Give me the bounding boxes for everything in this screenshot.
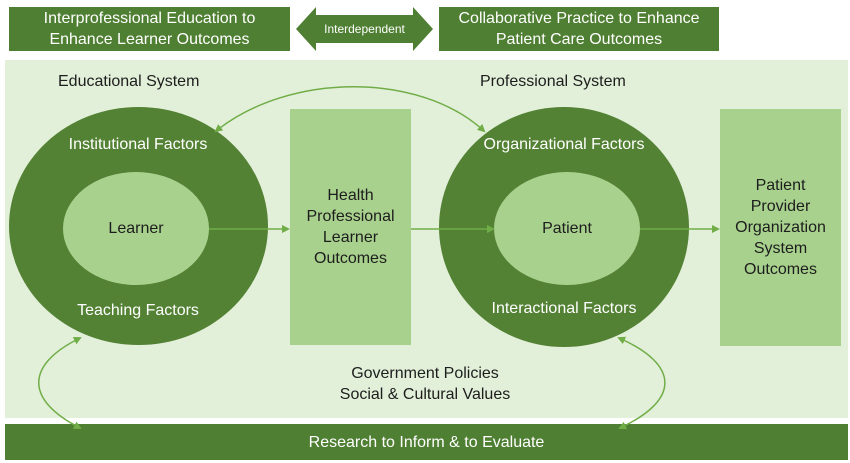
ipe-header-box: Interprofessional Education to Enhance L… bbox=[9, 7, 290, 51]
research-footer-text: Research to Inform & to Evaluate bbox=[308, 433, 545, 451]
patient-outcomes-box: Patient Provider Organization System Out… bbox=[720, 109, 841, 346]
teaching-factors-label: Teaching Factors bbox=[77, 302, 199, 319]
social-cultural-values-label: Social & Cultural Values bbox=[339, 386, 511, 403]
cp-header-box: Collaborative Practice to Enhance Patien… bbox=[439, 7, 719, 51]
interdependent-double-arrow bbox=[296, 7, 433, 51]
research-footer-bar: Research to Inform & to Evaluate bbox=[5, 424, 848, 460]
ipe-header-text: Interprofessional Education to Enhance L… bbox=[43, 10, 256, 48]
institutional-factors-label: Institutional Factors bbox=[68, 136, 208, 153]
interdependent-label: Interdependent bbox=[324, 22, 405, 36]
learner-outcomes-box: Health Professional Learner Outcomes bbox=[290, 109, 411, 345]
learner-core: Learner bbox=[63, 172, 209, 285]
interactional-factors-label: Interactional Factors bbox=[491, 300, 637, 317]
educational-system-title: Educational System bbox=[58, 73, 200, 90]
cp-header-text: Collaborative Practice to Enhance Patien… bbox=[458, 10, 700, 48]
organizational-factors-label: Organizational Factors bbox=[483, 136, 645, 153]
government-policies-label: Government Policies bbox=[351, 365, 499, 382]
professional-system-title: Professional System bbox=[480, 73, 626, 90]
patient-core: Patient bbox=[494, 172, 640, 285]
